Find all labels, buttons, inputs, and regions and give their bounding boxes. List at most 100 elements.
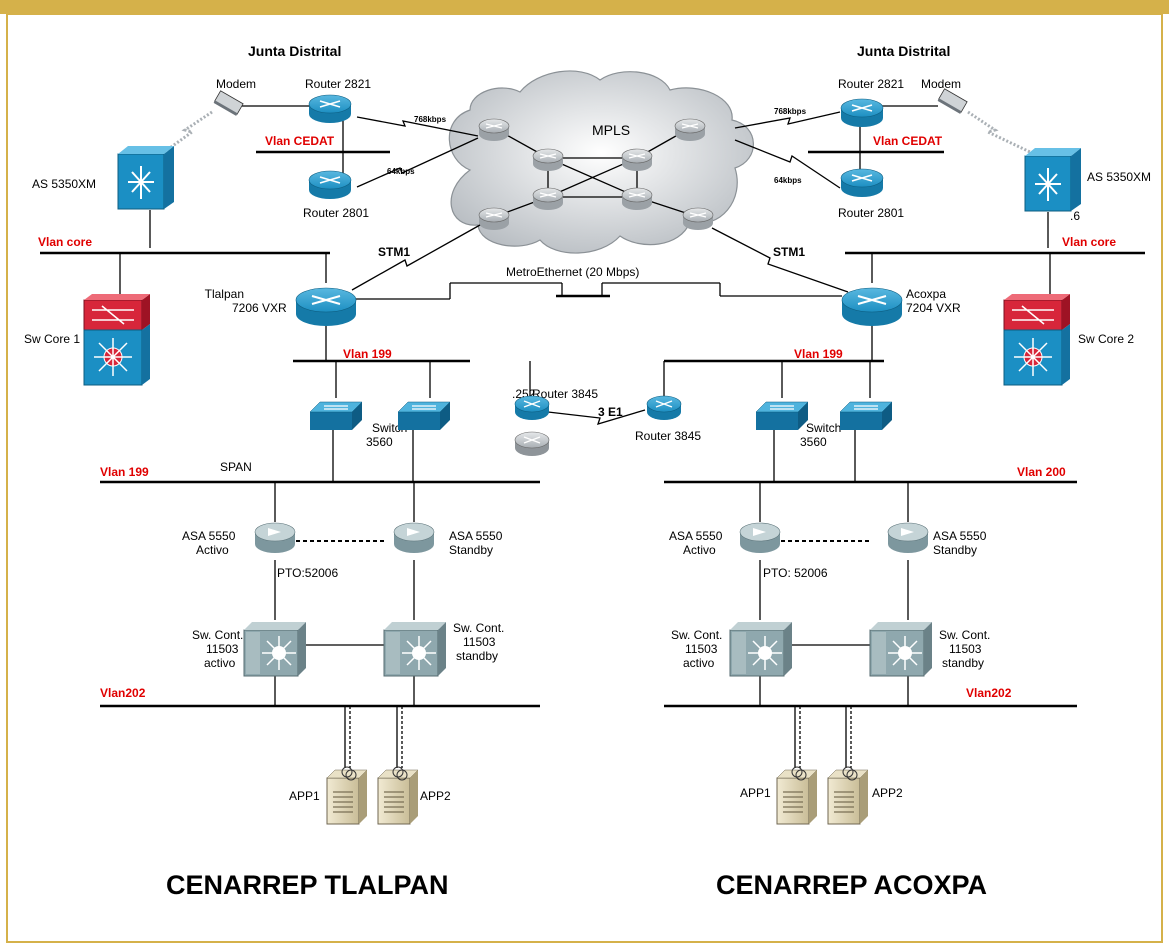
metroethernet-links bbox=[601, 282, 842, 297]
router-icon bbox=[532, 148, 564, 171]
router-2801-left-icon bbox=[308, 170, 352, 199]
tlalpan-label-2: 7206 VXR bbox=[232, 301, 287, 315]
router-3845-left-label: Router 3845 bbox=[532, 387, 598, 401]
metroethernet-label: MetroEthernet (20 Mbps) bbox=[506, 265, 639, 279]
asa-active-left-2: Activo bbox=[196, 543, 229, 557]
asa-active-right-2: Activo bbox=[683, 543, 716, 557]
sw-core-2-label: Sw Core 2 bbox=[1078, 332, 1134, 346]
vlan-199-top-right: Vlan 199 bbox=[794, 347, 843, 361]
addr-6-label: .6 bbox=[1070, 209, 1080, 223]
as5350-label-right: AS 5350XM bbox=[1087, 170, 1151, 184]
vlan-cedat-left: Vlan CEDAT bbox=[265, 134, 335, 148]
app1-right-server-icon bbox=[776, 766, 818, 825]
sw-cont-standby-left-icon bbox=[383, 622, 446, 677]
stm1-left: STM1 bbox=[378, 245, 410, 259]
stm1-right: STM1 bbox=[773, 245, 805, 259]
app2-left: APP2 bbox=[420, 789, 451, 803]
router-icon bbox=[621, 148, 653, 171]
switch-label-left-2: 3560 bbox=[366, 435, 393, 449]
sw-core-2-icon bbox=[1003, 294, 1070, 386]
junta-distrital-right: Junta Distrital bbox=[857, 43, 950, 59]
link-768-right: 768kbps bbox=[774, 107, 807, 116]
router-2821-right-icon bbox=[840, 98, 884, 127]
router-icon bbox=[532, 187, 564, 210]
vlan-core-right: Vlan core bbox=[1062, 235, 1116, 249]
sw-core-1-label: Sw Core 1 bbox=[24, 332, 80, 346]
asa-standby-left-1: ASA 5550 bbox=[449, 529, 503, 543]
app1-left-server-icon bbox=[326, 766, 368, 825]
asa-standby-right-icon bbox=[887, 522, 929, 553]
wan-64-left bbox=[356, 137, 479, 188]
app2-left-server-icon bbox=[377, 766, 419, 825]
vlan-199-bus-left: Vlan 199 bbox=[100, 465, 149, 479]
swcont-active-left-3: activo bbox=[204, 656, 236, 670]
link-768-left: 768kbps bbox=[414, 115, 447, 124]
switch-label-right-2: 3560 bbox=[800, 435, 827, 449]
acoxpa-label-1: Acoxpa bbox=[906, 287, 946, 301]
app1-right: APP1 bbox=[740, 786, 771, 800]
as5350-label-left: AS 5350XM bbox=[32, 177, 96, 191]
site-title-tlalpan: CENARREP TLALPAN bbox=[166, 870, 449, 900]
e1-link bbox=[547, 409, 646, 425]
router-2821-label-left: Router 2821 bbox=[305, 77, 371, 91]
acoxpa-label-2: 7204 VXR bbox=[906, 301, 961, 315]
mpls-label: MPLS bbox=[592, 122, 630, 138]
router-2801-label-left: Router 2801 bbox=[303, 206, 369, 220]
asa-standby-right-2: Standby bbox=[933, 543, 977, 557]
swcont-active-left-2: 11503 bbox=[206, 642, 239, 656]
modem-label-right: Modem bbox=[921, 77, 961, 91]
vlan-core-left: Vlan core bbox=[38, 235, 92, 249]
modem-left-icon bbox=[213, 90, 244, 116]
sw-cont-active-right-icon bbox=[729, 622, 792, 677]
stm1-link-right bbox=[711, 227, 849, 293]
dialup-link-left bbox=[159, 110, 213, 157]
app2-right: APP2 bbox=[872, 786, 903, 800]
tlalpan-label-1: Tlalpan bbox=[205, 287, 244, 301]
sw-cont-active-left-icon bbox=[243, 622, 306, 677]
sw-cont-standby-right-icon bbox=[869, 622, 932, 677]
wan-64-right bbox=[734, 139, 841, 189]
asa-active-right-1: ASA 5550 bbox=[669, 529, 723, 543]
modem-label-left: Modem bbox=[216, 77, 256, 91]
swcont-standby-right-2: 11503 bbox=[949, 642, 982, 656]
swcont-active-right-2: 11503 bbox=[685, 642, 718, 656]
switch-3560-a-left-icon bbox=[309, 401, 363, 430]
vlan202-right: Vlan202 bbox=[966, 686, 1012, 700]
router-7204-icon bbox=[841, 287, 903, 326]
right-links bbox=[759, 105, 1051, 768]
vlan-199-top-left: Vlan 199 bbox=[343, 347, 392, 361]
router-7206-icon bbox=[295, 287, 357, 326]
asa-standby-left-2: Standby bbox=[449, 543, 493, 557]
junta-distrital-left: Junta Distrital bbox=[248, 43, 341, 59]
router-3845-right-icon bbox=[646, 395, 682, 420]
switch-3560-b-right-icon bbox=[839, 401, 893, 430]
router-2821-label-right: Router 2821 bbox=[838, 77, 904, 91]
router-icon bbox=[478, 118, 510, 141]
swcont-active-right-3: activo bbox=[683, 656, 715, 670]
mpls-routers bbox=[478, 118, 714, 230]
switch-label-right-1: Switch bbox=[806, 421, 841, 435]
swcont-standby-right-3: standby bbox=[942, 656, 984, 670]
router-gray-icon bbox=[514, 431, 550, 456]
switch-3560-a-right-icon bbox=[755, 401, 809, 430]
asa-standby-left-icon bbox=[393, 522, 435, 553]
router-icon bbox=[674, 118, 706, 141]
site-title-acoxpa: CENARREP ACOXPA bbox=[716, 870, 987, 900]
router-3845-left-icon bbox=[514, 395, 550, 420]
router-icon bbox=[682, 207, 714, 230]
router-icon bbox=[621, 187, 653, 210]
swcont-active-left-1: Sw. Cont. bbox=[192, 628, 243, 642]
vlan-200-bus-right: Vlan 200 bbox=[1017, 465, 1066, 479]
vlan202-left: Vlan202 bbox=[100, 686, 146, 700]
switch-3560-b-left-icon bbox=[397, 401, 451, 430]
app1-left: APP1 bbox=[289, 789, 320, 803]
swcont-standby-left-3: standby bbox=[456, 649, 498, 663]
router-2801-right-icon bbox=[840, 168, 884, 197]
swcont-standby-left-2: 11503 bbox=[463, 635, 496, 649]
pto-right: PTO: 52006 bbox=[763, 566, 828, 580]
asa-active-left-1: ASA 5550 bbox=[182, 529, 236, 543]
link-64-right: 64kbps bbox=[774, 176, 802, 185]
sw-core-1-icon bbox=[83, 294, 150, 386]
vlan-cedat-right: Vlan CEDAT bbox=[873, 134, 943, 148]
